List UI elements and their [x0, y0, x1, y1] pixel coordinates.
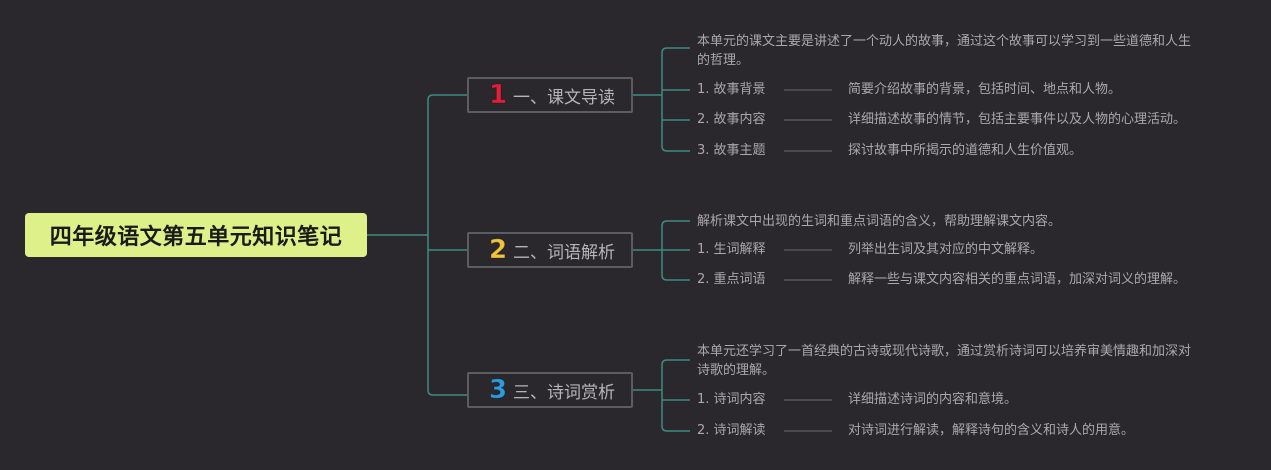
subtopic-item[interactable]: 1. 故事背景: [697, 82, 766, 97]
branch-3-subtree: [661, 359, 690, 432]
root-title: 四年级语文第五单元知识笔记: [49, 225, 343, 250]
subtopic-item[interactable]: 2. 故事内容: [697, 112, 766, 127]
number-badge-icon: 2: [488, 235, 508, 266]
subtopic-detail[interactable]: 详细描述故事的情节，包括主要事件以及人物的心理活动。: [848, 112, 1187, 127]
subtopic-detail[interactable]: 解释一些与课文内容相关的重点词语，加深对词义的理解。: [848, 272, 1187, 287]
subtopic-detail[interactable]: 探讨故事中所揭示的道德和人生价值观。: [848, 143, 1083, 158]
branch-description[interactable]: 本单元的课文主要是讲述了一个动人的故事，通过这个故事可以学习到一些道德和人生的哲…: [697, 34, 1192, 68]
subtopic-item[interactable]: 2. 诗词解读: [697, 423, 766, 438]
root-trunk: [427, 94, 467, 396]
subtopic-item[interactable]: 1. 诗词内容: [697, 392, 766, 407]
branch-topic-2[interactable]: 2 二、词语解析: [467, 232, 633, 268]
branch-description[interactable]: 本单元还学习了一首经典的古诗或现代诗歌，通过赏析诗词可以培养审美情趣和加深对诗歌…: [697, 344, 1192, 378]
branch-label: 二、词语解析: [513, 242, 615, 263]
subtopic-detail[interactable]: 对诗词进行解读，解释诗句的含义和诗人的用意。: [848, 423, 1135, 438]
subtopic-detail[interactable]: 列举出生词及其对应的中文解释。: [848, 242, 1044, 257]
branch-topic-3[interactable]: 3 三、诗词赏析: [467, 372, 633, 408]
branch-description[interactable]: 解析课文中出现的生词和重点词语的含义，帮助理解课文内容。: [697, 214, 1062, 229]
subtopic-item[interactable]: 2. 重点词语: [697, 272, 766, 287]
branch-label: 一、课文导读: [513, 87, 615, 108]
branch-1-subtree: [661, 47, 690, 152]
subtopic-item[interactable]: 3. 故事主题: [697, 143, 766, 158]
number-badge-icon: 3: [488, 375, 508, 406]
subtopic-item[interactable]: 1. 生词解释: [697, 242, 766, 257]
branch-2-subtree: [661, 220, 690, 281]
root-topic[interactable]: 四年级语文第五单元知识笔记: [25, 213, 367, 257]
number-badge-icon: 1: [488, 80, 508, 111]
branch-topic-1[interactable]: 1 一、课文导读: [467, 77, 633, 113]
subtopic-detail[interactable]: 简要介绍故事的背景，包括时间、地点和人物。: [848, 82, 1122, 97]
branch-label: 三、诗词赏析: [513, 382, 615, 403]
subtopic-detail[interactable]: 详细描述诗词的内容和意境。: [848, 392, 1018, 407]
